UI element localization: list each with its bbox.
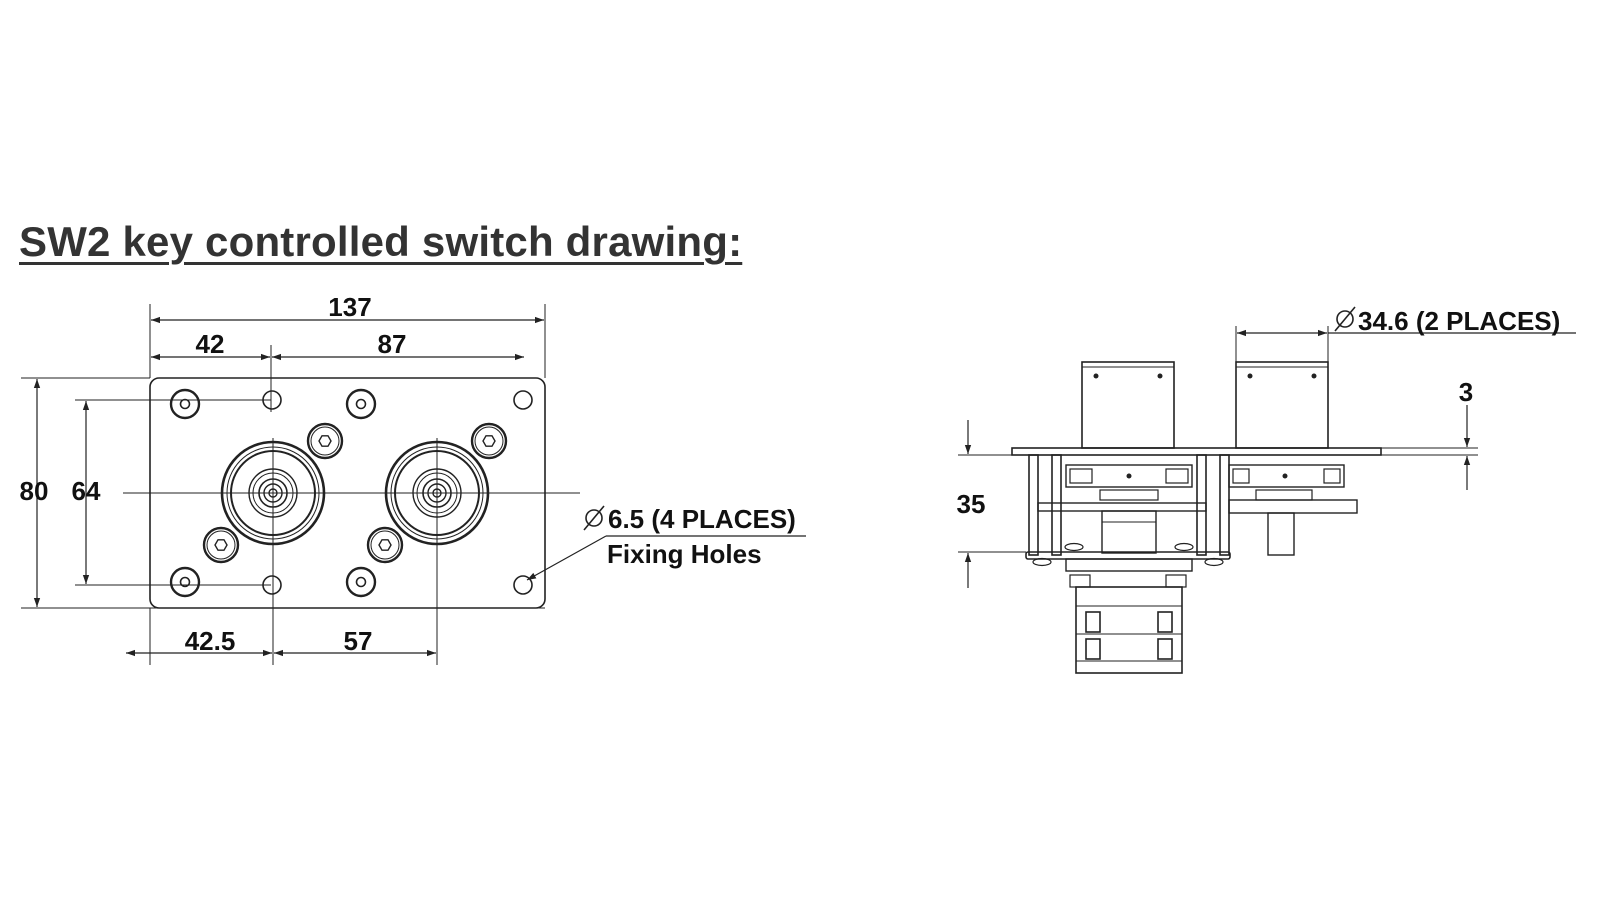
dim-switch-spacing: 57 <box>344 626 373 656</box>
fixing-hole <box>513 390 533 410</box>
side-view-labels: 34.6 (2 PLACES) 3 35 <box>957 306 1561 519</box>
dim-overall-height: 80 <box>20 476 49 506</box>
dim-hole-vertical-spacing: 64 <box>72 476 101 506</box>
key-switch-1 <box>220 440 326 546</box>
fixing-hole <box>513 575 533 595</box>
fixing-hole <box>262 390 282 410</box>
side-view <box>958 326 1576 674</box>
leader-line <box>526 535 607 581</box>
fixing-hole <box>262 575 282 595</box>
dim-switch1-offset: 42.5 <box>185 626 236 656</box>
drawing-title: SW2 key controlled switch drawing: <box>19 218 743 265</box>
dim-hole-spacing: 87 <box>378 329 407 359</box>
front-view: 137 42 87 80 64 42.5 57 <box>20 292 806 665</box>
dim-overall-width: 137 <box>328 292 371 322</box>
front-plate <box>1011 447 1382 456</box>
contact-block <box>1065 558 1193 572</box>
screw-heads <box>169 388 377 598</box>
fixing-hole-diameter: 6.5 (4 PLACES) <box>608 504 796 534</box>
plate-thickness: 3 <box>1459 377 1473 407</box>
key-switch-2 <box>384 440 490 546</box>
depth-dimension: 35 <box>957 489 986 519</box>
hex-socket-screws <box>202 422 508 564</box>
diameter-icon <box>583 505 605 531</box>
fixing-holes-label: Fixing Holes <box>607 539 762 569</box>
dim-left-hole-offset: 42 <box>196 329 225 359</box>
diameter-icon <box>1334 306 1356 332</box>
fixing-holes-callout: 6.5 (4 PLACES) Fixing Holes <box>526 504 806 581</box>
key-diameter: 34.6 (2 PLACES) <box>1358 306 1560 336</box>
